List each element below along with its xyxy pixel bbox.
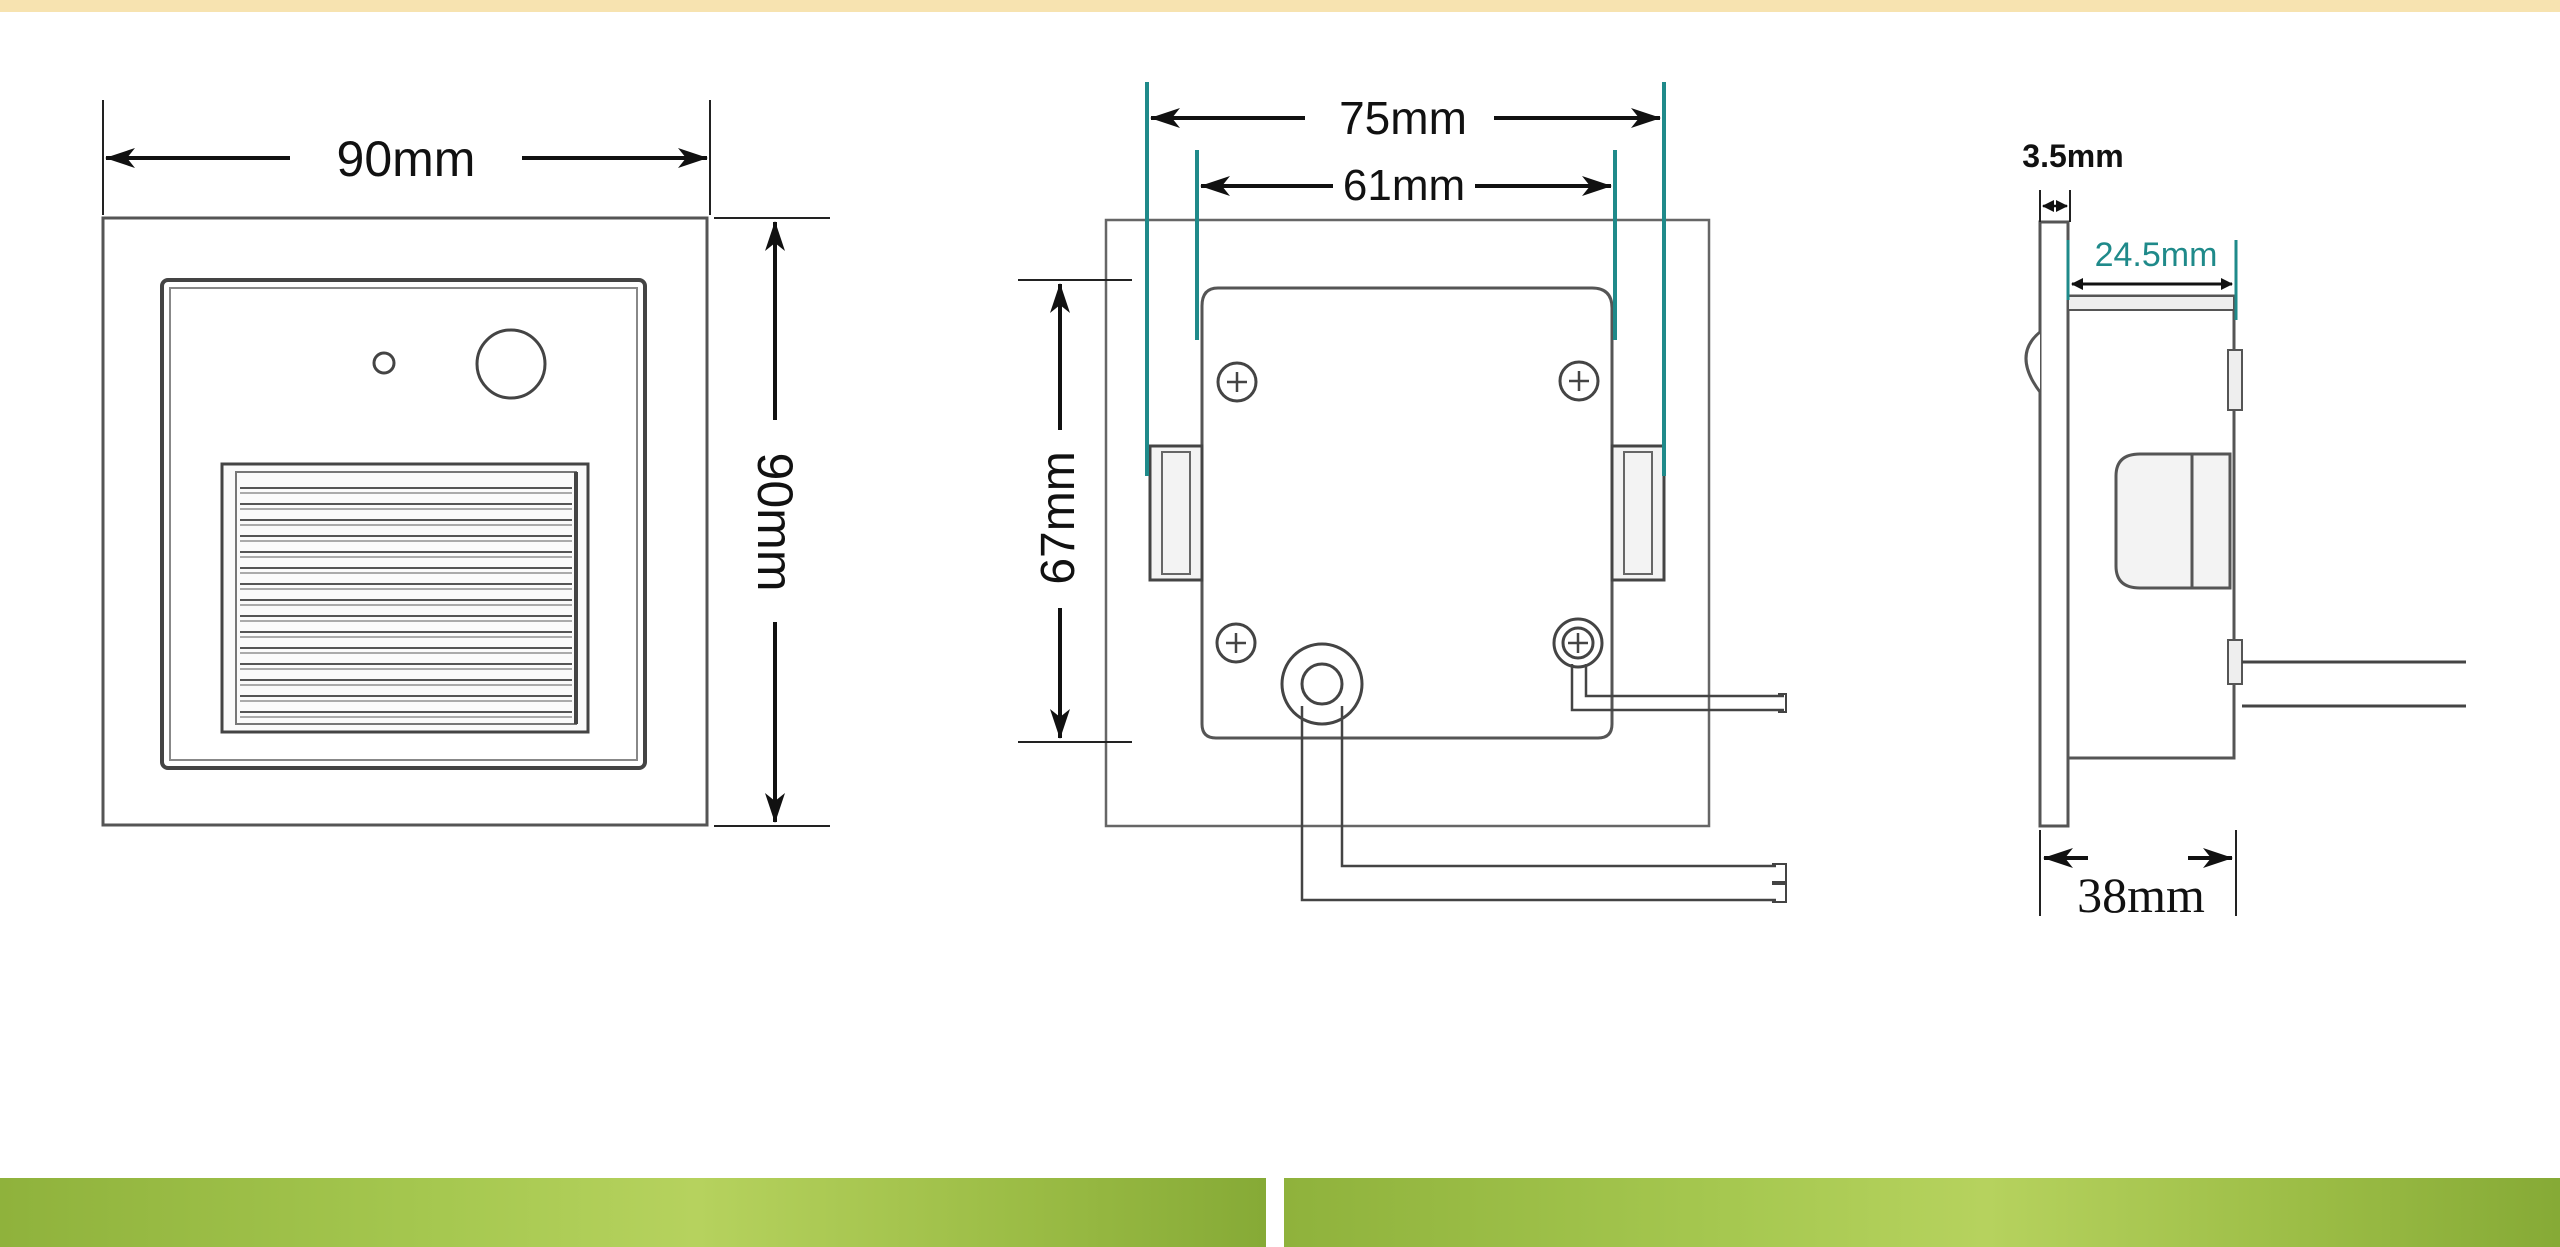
mounting-screw-icon [1215, 360, 1604, 669]
green-banner-right [1284, 1178, 2560, 1247]
rear-height-dimension: 67mm [1018, 279, 1132, 743]
spring-clip-icon [1148, 444, 1666, 582]
rear-housing [1200, 286, 1614, 740]
rear-cables [1300, 664, 1787, 903]
rear-faceplate [1104, 218, 1711, 828]
motion-sensor-icon [475, 328, 547, 400]
side-faceplate-label: 3.5mm [2022, 138, 2123, 174]
rear-outer-width-dimension: 75mm [1150, 92, 1661, 144]
rear-inner-width-label: 61mm [1343, 161, 1465, 210]
led-indicator-icon [372, 351, 396, 375]
side-depth-label: 38mm [2077, 867, 2205, 923]
green-banner-left [0, 1178, 1266, 1247]
front-width-dimension: 90mm [102, 100, 711, 215]
side-body-label: 24.5mm [2095, 236, 2218, 274]
rear-inner-width-dimension: 61mm [1200, 161, 1612, 210]
side-body-dimension: 24.5mm [2066, 236, 2238, 320]
side-faceplate [2038, 220, 2070, 828]
side-sensor-bump [2024, 330, 2042, 393]
rear-view: 75mm 61mm 67mm [1018, 82, 1787, 903]
front-inner-frame [160, 278, 647, 770]
front-faceplate [101, 216, 709, 827]
louvre-grille-icon [220, 462, 590, 734]
side-cable [2242, 660, 2466, 708]
side-faceplate-dimension: 3.5mm [2022, 138, 2124, 222]
rear-teal-guides [1145, 82, 1666, 476]
front-width-label: 90mm [337, 131, 476, 187]
front-height-label: 90mm [747, 453, 803, 592]
side-depth-dimension: 38mm [2039, 830, 2237, 923]
side-spring-clip [2114, 452, 2232, 590]
rear-outer-width-label: 75mm [1339, 92, 1467, 144]
front-view: 90mm 90mm [101, 100, 830, 827]
top-band [0, 0, 2560, 12]
front-height-dimension: 90mm [714, 217, 830, 827]
side-view: 3.5mm 24.5mm 38mm [2022, 138, 2466, 923]
cable-gland-icon [1280, 642, 1364, 726]
rear-height-label: 67mm [1032, 451, 1085, 584]
